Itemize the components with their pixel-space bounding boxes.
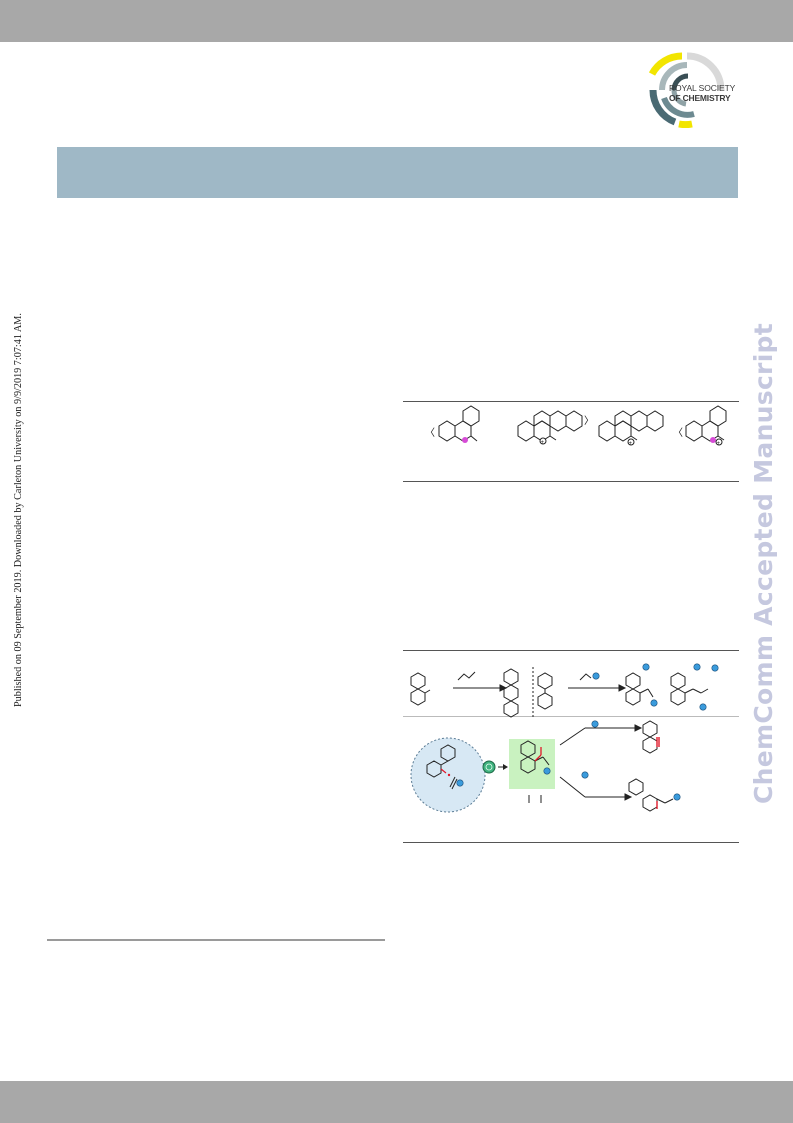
reaction-arrow-icon (634, 724, 643, 732)
figure-1-structures: 〈 〉 + + 〈 + (425, 405, 727, 447)
footnote-rule (47, 939, 385, 941)
figure-1-bottom-rule (403, 481, 739, 482)
svg-text:+: + (717, 441, 721, 447)
publisher-line-2: OF CHEMISTRY (669, 93, 731, 103)
radical-bead-icon (543, 767, 551, 775)
svg-text:+: + (629, 441, 633, 447)
svg-text:〈: 〈 (673, 427, 683, 439)
radical-bead-icon (673, 793, 681, 801)
highlight-dot (710, 437, 716, 443)
structure-2: 〉 + (517, 410, 594, 446)
radical-bead-icon (693, 663, 701, 671)
structure-3: + (598, 410, 664, 447)
figure-2-bottom-rule (403, 842, 739, 843)
bottom-bar (0, 1081, 793, 1123)
radical-bead-icon (711, 664, 719, 672)
figure-2-scheme (410, 663, 719, 813)
figure-2-divider (403, 716, 739, 717)
highlight-dot (462, 437, 468, 443)
scheme-top-row (410, 663, 719, 718)
download-stamp: Published on 09 September 2019. Download… (13, 313, 24, 707)
structure-4: 〈 + (673, 405, 727, 447)
accepted-manuscript-watermark: ChemComm Accepted Manuscript (749, 322, 778, 804)
publisher-line-1: ROYAL SOCIETY (669, 83, 736, 93)
svg-text:+: + (541, 440, 545, 446)
radical-bead-icon (592, 672, 600, 680)
radical-bead-icon (581, 771, 589, 779)
radical-bead-icon (456, 779, 464, 787)
figure-2-top-rule (403, 650, 739, 651)
reaction-arrow-icon (624, 793, 633, 801)
catalyst-icon (482, 760, 496, 774)
intermediate-box (509, 739, 555, 789)
reaction-arrow-icon (503, 764, 508, 770)
top-bar (0, 0, 793, 42)
publisher-name: ROYAL SOCIETY OF CHEMISTRY (669, 83, 749, 103)
figure-1-top-rule (403, 401, 739, 402)
radical-bead-icon (591, 720, 599, 728)
title-banner (57, 147, 738, 198)
radical-bead-icon (650, 699, 658, 707)
svg-text:〉: 〉 (584, 415, 594, 427)
radical-bead-icon (699, 703, 707, 711)
scheme-mechanism (410, 720, 681, 813)
svg-text:〈: 〈 (425, 427, 435, 439)
radical-bead-icon (642, 663, 650, 671)
structure-1: 〈 (425, 405, 480, 443)
rsc-logo-icon (648, 52, 725, 128)
